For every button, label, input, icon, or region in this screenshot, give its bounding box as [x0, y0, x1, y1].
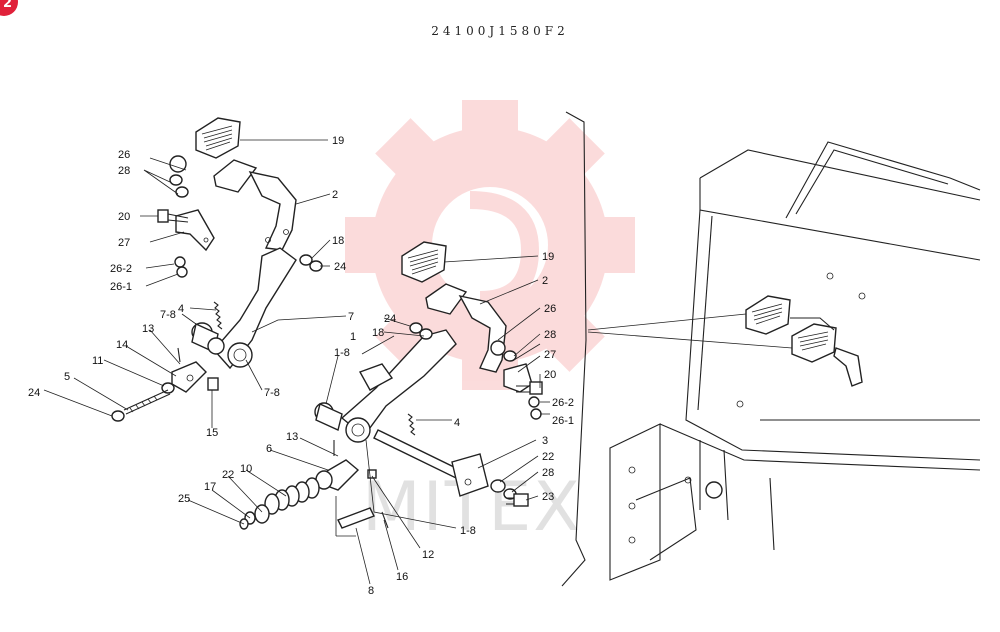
- pin-8: [337, 507, 375, 529]
- callout-5: 5: [64, 371, 70, 383]
- callout-7-8-bottom: 7-8: [264, 387, 280, 399]
- callout-19-right: 19: [542, 251, 554, 263]
- callout-16: 16: [396, 571, 408, 583]
- callout-17: 17: [204, 481, 216, 493]
- callout-14: 14: [116, 339, 128, 351]
- callout-13-right: 13: [286, 431, 298, 443]
- callout-23: 23: [542, 491, 554, 503]
- callout-1-8-top: 1-8: [334, 347, 350, 359]
- callout-10: 10: [240, 463, 252, 475]
- callout-19-left: 19: [332, 135, 344, 147]
- view-leader-lines: [587, 313, 793, 349]
- bushing-7-8: [191, 322, 225, 355]
- washer-28-a: [169, 174, 183, 186]
- callout-2-right: 2: [542, 275, 548, 287]
- callout-12: 12: [422, 549, 434, 561]
- washer-28-b: [175, 186, 189, 198]
- callout-28-left: 28: [118, 165, 130, 177]
- callout-1: 1: [350, 331, 356, 343]
- callout-1-8-bottom: 1-8: [460, 525, 476, 537]
- callout-18-left: 18: [332, 235, 344, 247]
- pedal-pad-19-left: [195, 117, 241, 159]
- callout-26-2-right: 26-2: [552, 397, 574, 409]
- page-badge: 2: [0, 0, 18, 16]
- bracket-27-left: [175, 209, 215, 252]
- pedal-pad-19-right: [401, 241, 447, 283]
- callout-3: 3: [542, 435, 548, 447]
- lever-1: [340, 329, 457, 443]
- nut-26-1-right: [530, 408, 542, 420]
- callout-20-left: 20: [118, 211, 130, 223]
- spring-4-left: [213, 301, 223, 330]
- spring-10: [264, 477, 320, 515]
- callout-13-left: 13: [142, 323, 154, 335]
- pin-12: [367, 469, 377, 479]
- lower-frame: [609, 423, 981, 581]
- callout-26-1-left: 26-1: [110, 281, 132, 293]
- pin-15: [207, 377, 219, 391]
- callout-28-lower: 28: [542, 467, 554, 479]
- callout-22-right: 22: [542, 451, 554, 463]
- washer-22-left: [254, 504, 270, 524]
- callout-8: 8: [368, 585, 374, 597]
- part-number-title: 24100J1580F2: [431, 24, 569, 38]
- installed-pedal-pads: [745, 295, 863, 387]
- knob-26-left: [169, 155, 187, 173]
- clevis-6: [315, 459, 360, 491]
- nut-26-1-left: [176, 266, 188, 278]
- washer-18-left: [299, 254, 313, 266]
- callout-27-left: 27: [118, 237, 130, 249]
- bolt-23: [506, 493, 529, 507]
- right-pedal-assembly: [239, 241, 543, 530]
- pin-13-left: [177, 347, 181, 363]
- pedal-arm-2-right: [425, 283, 507, 373]
- callout-4-right: 4: [454, 417, 460, 429]
- nut-24-rod: [111, 410, 125, 422]
- callout-24-left: 24: [334, 261, 346, 273]
- bolt-20-right: [516, 381, 543, 395]
- callout-27-right: 27: [544, 349, 556, 361]
- callout-28-right: 28: [544, 329, 556, 341]
- leader-lines: [43, 139, 550, 585]
- callout-26-1-right: 26-1: [552, 415, 574, 427]
- callout-22-left: 22: [222, 469, 234, 481]
- callout-26-right: 26: [544, 303, 556, 315]
- callout-18-right: 18: [372, 327, 384, 339]
- callout-6: 6: [266, 443, 272, 455]
- bracket-27-right: [503, 363, 533, 393]
- callout-20-right: 20: [544, 369, 556, 381]
- nut-24-right: [409, 322, 423, 334]
- shaft-3: [373, 429, 489, 497]
- callout-26-2-left: 26-2: [110, 263, 132, 275]
- callout-24-right: 24: [384, 313, 396, 325]
- washer-18-right: [419, 328, 433, 340]
- washer-22-right: [490, 479, 506, 493]
- pedal-arm-2-left: [213, 159, 297, 251]
- callout-labels: 19 2 26 28 20 27 26-2 26-1 18 24 4 7-8 7…: [28, 135, 574, 597]
- callout-7: 7: [348, 311, 354, 323]
- left-pedal-assembly: [111, 117, 323, 422]
- callout-24-rod: 24: [28, 387, 40, 399]
- lever-7: [213, 247, 297, 370]
- callout-15: 15: [206, 427, 218, 439]
- washer-28-right: [503, 350, 517, 362]
- spring-4-right: [407, 413, 416, 436]
- clevis-14: [171, 361, 207, 393]
- nut-26-2-right: [528, 396, 540, 408]
- callout-7-8-top: 7-8: [160, 309, 176, 321]
- nut-11: [161, 382, 175, 394]
- section-divider: [561, 111, 587, 587]
- callout-25: 25: [178, 493, 190, 505]
- rod-5: [123, 389, 171, 415]
- bushing-1-8-top: [314, 402, 343, 431]
- nut-26-2-left: [174, 256, 186, 268]
- cotter-pin-16: [381, 511, 389, 529]
- callout-4-left: 4: [178, 303, 184, 315]
- callout-2-left: 2: [332, 189, 338, 201]
- callout-26-left: 26: [118, 149, 130, 161]
- callout-11: 11: [92, 355, 103, 367]
- installed-view: [587, 141, 981, 581]
